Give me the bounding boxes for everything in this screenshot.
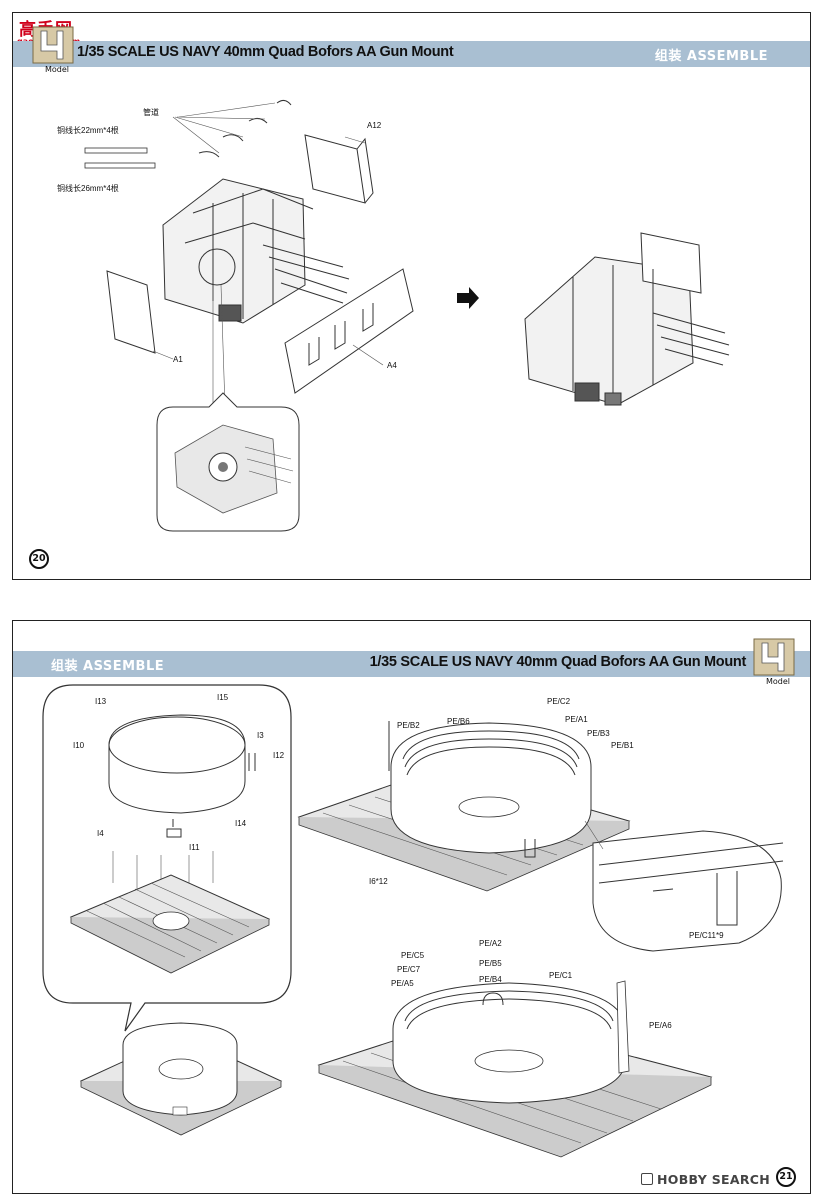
label-a4: A4: [387, 361, 397, 370]
deck-with-pe-railings-bottom: [317, 980, 713, 1158]
label-i10: I10: [73, 741, 85, 750]
label-pe-c2: PE/C2: [547, 697, 571, 706]
label-pe-c5: PE/C5: [401, 951, 425, 960]
brand-logo: Model: [31, 23, 75, 79]
page-title: 1/35 SCALE US NAVY 40mm Quad Bofors AA G…: [369, 654, 747, 670]
assembly-diagram-step-21: [42, 684, 784, 1158]
step-arrow-icon: [457, 287, 479, 309]
page-number-badge: 21: [776, 1167, 796, 1187]
label-pe-a6: PE/A6: [649, 1021, 672, 1030]
label-pe-b4: PE/B4: [479, 975, 502, 984]
logo-mark-icon: [32, 26, 74, 64]
brand-logo: Model: [752, 635, 796, 691]
label-i14: I14: [235, 819, 247, 828]
instruction-page-21: 组装 ASSEMBLE 1/35 SCALE US NAVY 40mm Quad…: [12, 620, 811, 1194]
part-a4-shield: [284, 268, 414, 394]
label-i15: I15: [217, 693, 229, 702]
header-bar: 1/35 SCALE US NAVY 40mm Quad Bofors AA G…: [13, 41, 810, 67]
label-pe-b3: PE/B3: [587, 729, 610, 738]
label-i6x12: I6*12: [369, 877, 388, 886]
label-i13: I13: [95, 697, 107, 706]
label-pipe: 管道: [143, 108, 159, 117]
label-pe-b6: PE/B6: [447, 717, 470, 726]
label-pe-a2: PE/A2: [479, 939, 502, 948]
instruction-page-20: 高手网 gao-shou.com 1/35 SCALE US NAVY 40mm…: [12, 12, 811, 580]
hobby-search-text: HOBBY SEARCH: [657, 1172, 770, 1187]
label-a12: A12: [367, 121, 382, 130]
detail-bubble: [156, 392, 300, 532]
assembled-gun-mount: [524, 232, 730, 406]
label-pe-a5: PE/A5: [391, 979, 414, 988]
assembly-diagram-step-20: [84, 99, 730, 532]
deck-plate-exploded: [69, 874, 271, 974]
label-i12: I12: [273, 751, 285, 760]
exploded-ring-parts: [108, 714, 256, 838]
label-i4: I4: [97, 829, 104, 838]
label-pe-b2: PE/B2: [397, 721, 420, 730]
label-pe-b1: PE/B1: [611, 741, 634, 750]
logo-text: Model: [766, 677, 791, 686]
guide-lines: [112, 851, 214, 889]
copper-wire-22mm: [84, 147, 148, 154]
copper-wire-26mm: [84, 162, 156, 169]
logo-mark-icon: [753, 638, 795, 676]
label-pe-a1: PE/A1: [565, 715, 588, 724]
label-pe-c11x9: PE/C11*9: [689, 931, 724, 940]
assemble-label: 组装 ASSEMBLE: [51, 659, 165, 674]
page-title: 1/35 SCALE US NAVY 40mm Quad Bofors AA G…: [77, 44, 454, 60]
railing-detail-bubble: [592, 830, 784, 952]
label-a1: A1: [173, 355, 183, 364]
logo-text: Model: [45, 65, 70, 74]
label-wire-22mm: 铜线长22mm*4根: [57, 126, 119, 135]
label-pe-c1: PE/C1: [549, 971, 573, 980]
label-wire-26mm: 铜线长26mm*4根: [57, 184, 119, 193]
hobby-search-credit: HOBBY SEARCH: [641, 1172, 770, 1187]
page-number-badge: 20: [29, 549, 49, 569]
deck-with-pe-railings-top: [297, 721, 631, 892]
label-pe-c7: PE/C7: [397, 965, 421, 974]
part-a1-panel: [106, 270, 156, 354]
pipe-parts: [198, 99, 292, 158]
hobby-search-logo-icon: [641, 1173, 654, 1185]
gun-mount-body: [162, 178, 350, 324]
part-a12-panel: [304, 134, 374, 204]
header-bar: 组装 ASSEMBLE 1/35 SCALE US NAVY 40mm Quad…: [13, 651, 810, 677]
label-pe-b5: PE/B5: [479, 959, 502, 968]
deck-with-ring-assembled-small: [79, 1022, 283, 1136]
label-i11: I11: [189, 843, 200, 852]
assemble-label: 组装 ASSEMBLE: [654, 49, 768, 64]
label-i3: I3: [257, 731, 264, 740]
